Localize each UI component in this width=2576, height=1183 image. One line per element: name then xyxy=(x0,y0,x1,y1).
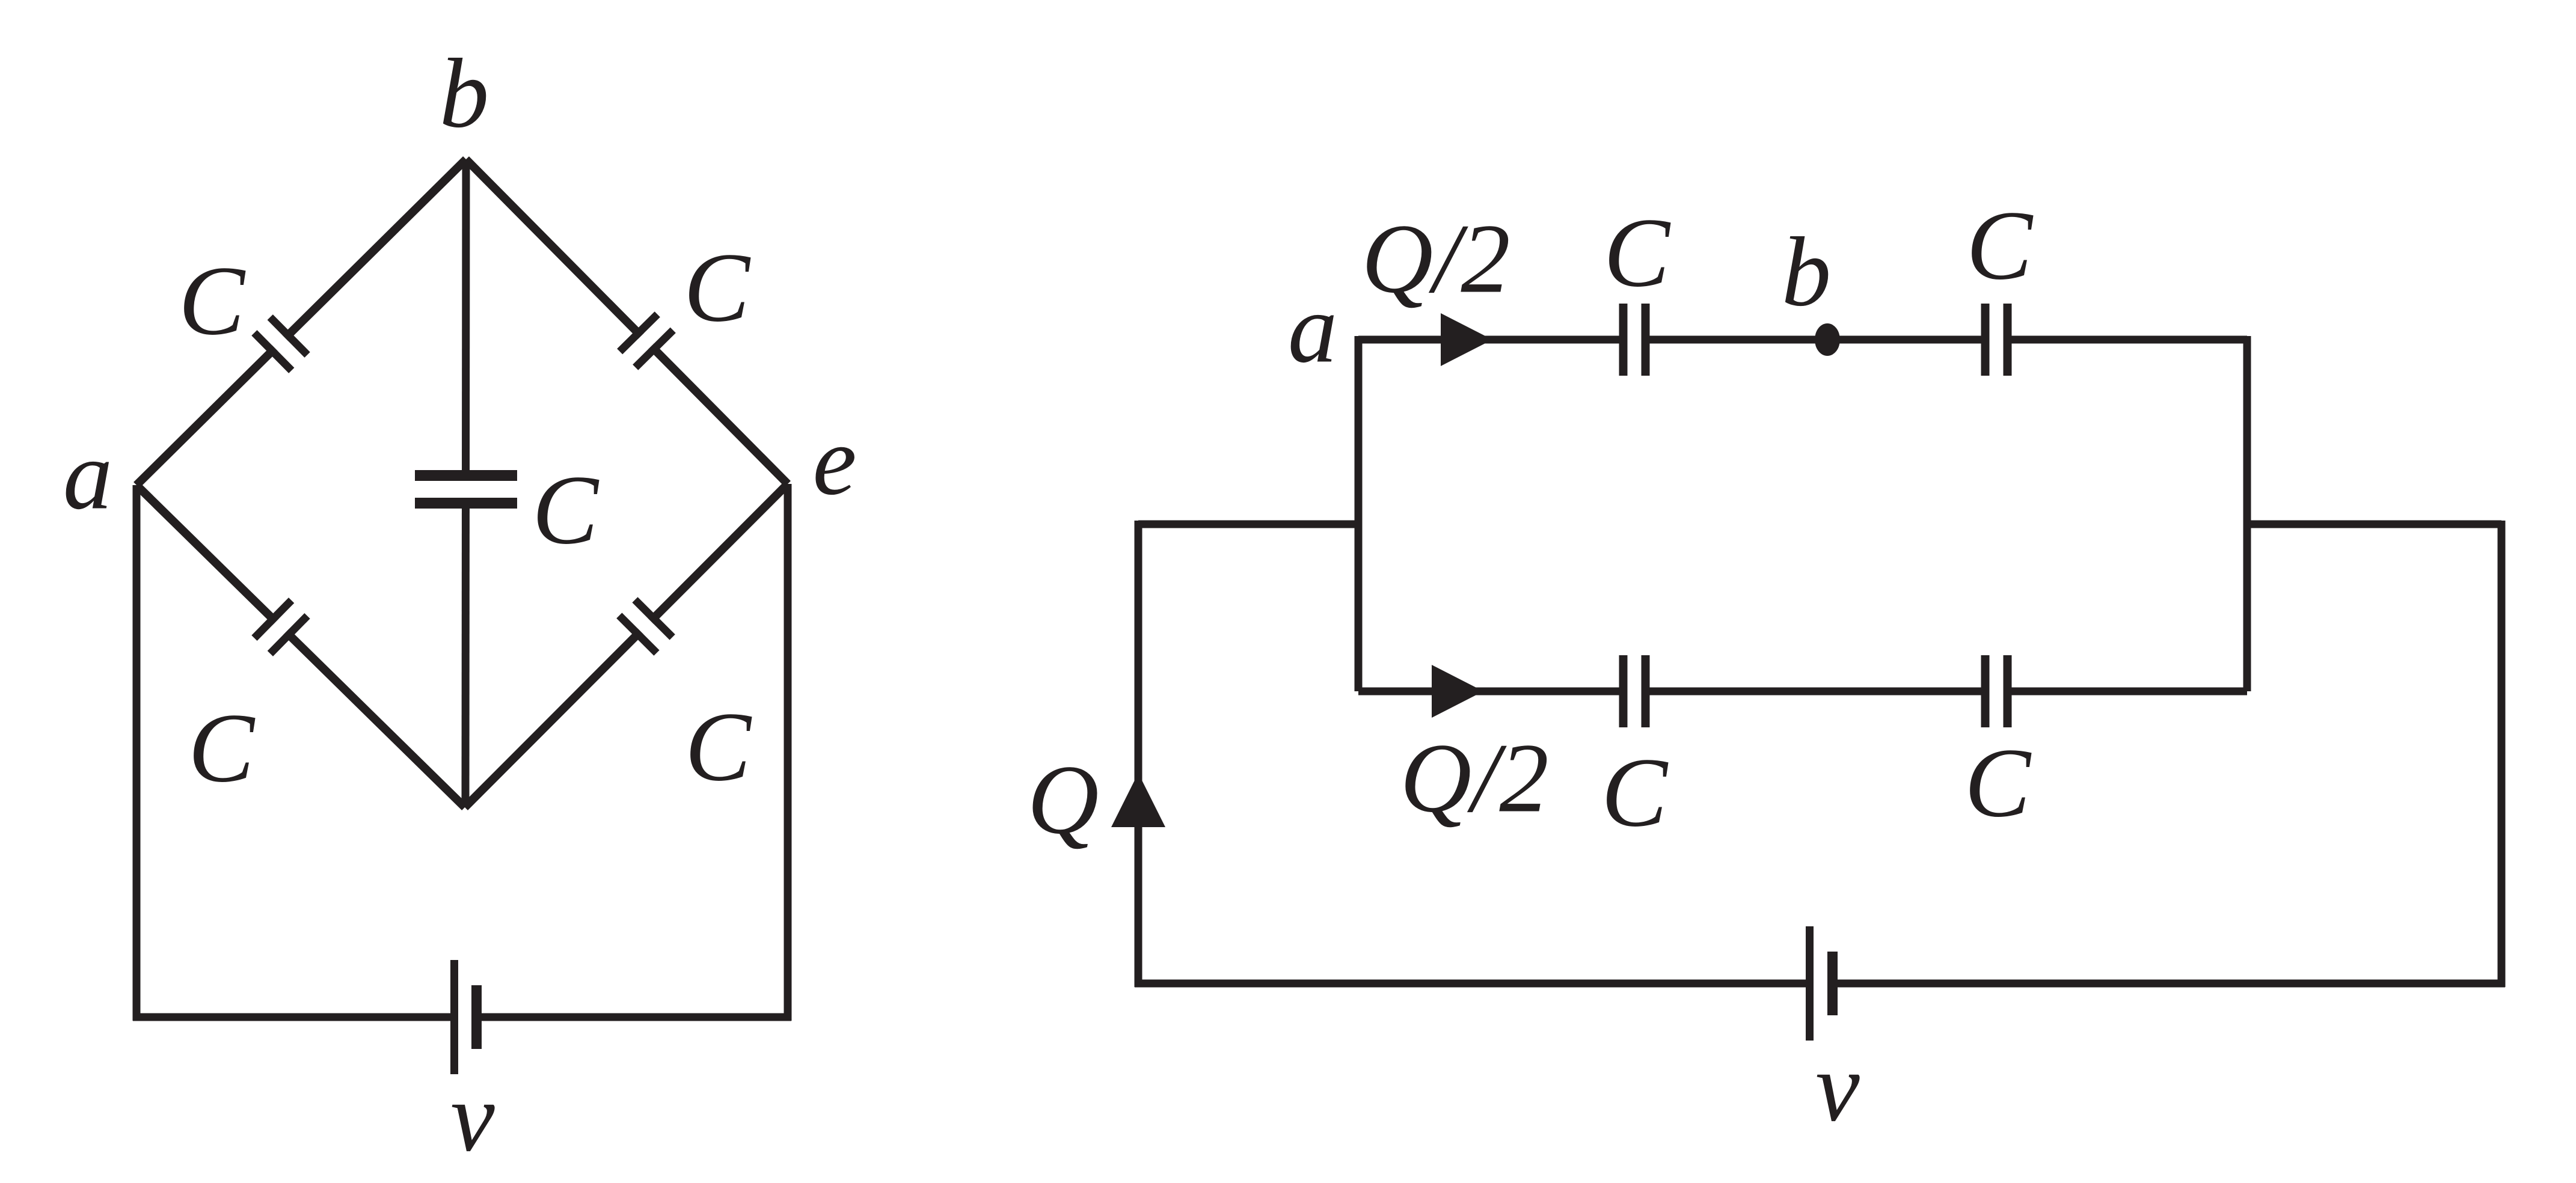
capacitor-gap xyxy=(1989,684,2004,698)
label-node-e: e xyxy=(812,406,856,516)
capacitor-plate xyxy=(1981,655,1990,727)
capacitor-top-1 xyxy=(1619,304,1650,376)
battery-long-plate xyxy=(1806,926,1814,1041)
capacitor-plate xyxy=(267,613,310,656)
capacitor-mid xyxy=(415,470,517,509)
label-source-v-right: v xyxy=(1815,1032,1860,1142)
capacitor-plate xyxy=(2003,304,2012,376)
battery-v-right xyxy=(1806,926,1838,1041)
capacitor-ad xyxy=(251,598,310,656)
node-b-dot xyxy=(1815,323,1840,356)
capacitor-be xyxy=(617,311,676,370)
edge-b-e xyxy=(463,156,791,487)
label-node-b: b xyxy=(440,38,489,148)
capacitor-gap xyxy=(636,331,657,351)
capacitor-de xyxy=(616,597,675,656)
label-node-b2: b xyxy=(1782,217,1832,327)
capacitor-plate xyxy=(251,598,295,641)
label-cap-de: C xyxy=(685,692,752,802)
arrow-current-bottom xyxy=(1432,665,1483,718)
battery-gap xyxy=(1814,977,1828,990)
label-source-v-left: v xyxy=(450,1062,495,1172)
battery-gap xyxy=(458,1010,471,1024)
label-cap-mid: C xyxy=(532,455,600,565)
label-node-a: a xyxy=(63,420,113,530)
capacitor-plate xyxy=(415,470,517,481)
label-cap-be: C xyxy=(684,233,751,343)
label-cap-top-1: C xyxy=(1604,198,1671,308)
capacitor-plate xyxy=(633,327,676,370)
arrow-current-top xyxy=(1441,313,1492,366)
label-current-q: Q xyxy=(1027,745,1099,855)
capacitor-gap xyxy=(1627,684,1642,698)
capacitor-gap xyxy=(271,617,291,637)
label-current-q2-top: Q/2 xyxy=(1361,204,1510,314)
capacitor-bottom-2 xyxy=(1981,655,2012,727)
capacitor-plate xyxy=(1619,304,1628,376)
label-current-q2-bottom: Q/2 xyxy=(1400,723,1549,833)
capacitor-plate xyxy=(251,330,295,373)
capacitor-gap xyxy=(1989,332,2004,347)
battery-v-left xyxy=(450,960,482,1074)
capacitor-plate xyxy=(415,498,517,509)
capacitor-plate xyxy=(1641,304,1650,376)
capacitor-plate xyxy=(1981,304,1990,376)
label-cap-ad: C xyxy=(188,693,256,803)
capacitor-plate xyxy=(632,597,675,640)
capacitor-plate xyxy=(2003,655,2012,727)
capacitor-plate xyxy=(617,311,660,355)
battery-long-plate xyxy=(450,960,458,1074)
battery-short-plate xyxy=(471,985,482,1049)
label-cap-top-2: C xyxy=(1966,191,2034,301)
capacitor-ab xyxy=(251,314,310,373)
capacitor-top-2 xyxy=(1981,304,2012,376)
capacitor-plate xyxy=(616,613,660,656)
edge-d-e xyxy=(462,481,791,810)
capacitor-plate xyxy=(267,314,310,358)
edge-a-b xyxy=(133,156,469,488)
edge-a-d xyxy=(133,482,468,810)
capacitor-plate xyxy=(1619,655,1628,727)
battery-short-plate xyxy=(1827,952,1838,1015)
capacitor-gap xyxy=(636,616,656,637)
label-node-a2: a xyxy=(1288,274,1338,384)
capacitor-gap xyxy=(1627,332,1642,347)
capacitor-bottom-1 xyxy=(1619,655,1650,727)
capacitor-gap xyxy=(459,481,473,498)
capacitor-plate xyxy=(1641,655,1650,727)
capacitor-gap xyxy=(271,334,291,354)
label-cap-bottom-1: C xyxy=(1601,738,1669,848)
label-cap-bottom-2: C xyxy=(1964,728,2032,838)
arrow-current-q xyxy=(1111,773,1165,827)
label-cap-ab: C xyxy=(179,246,246,356)
